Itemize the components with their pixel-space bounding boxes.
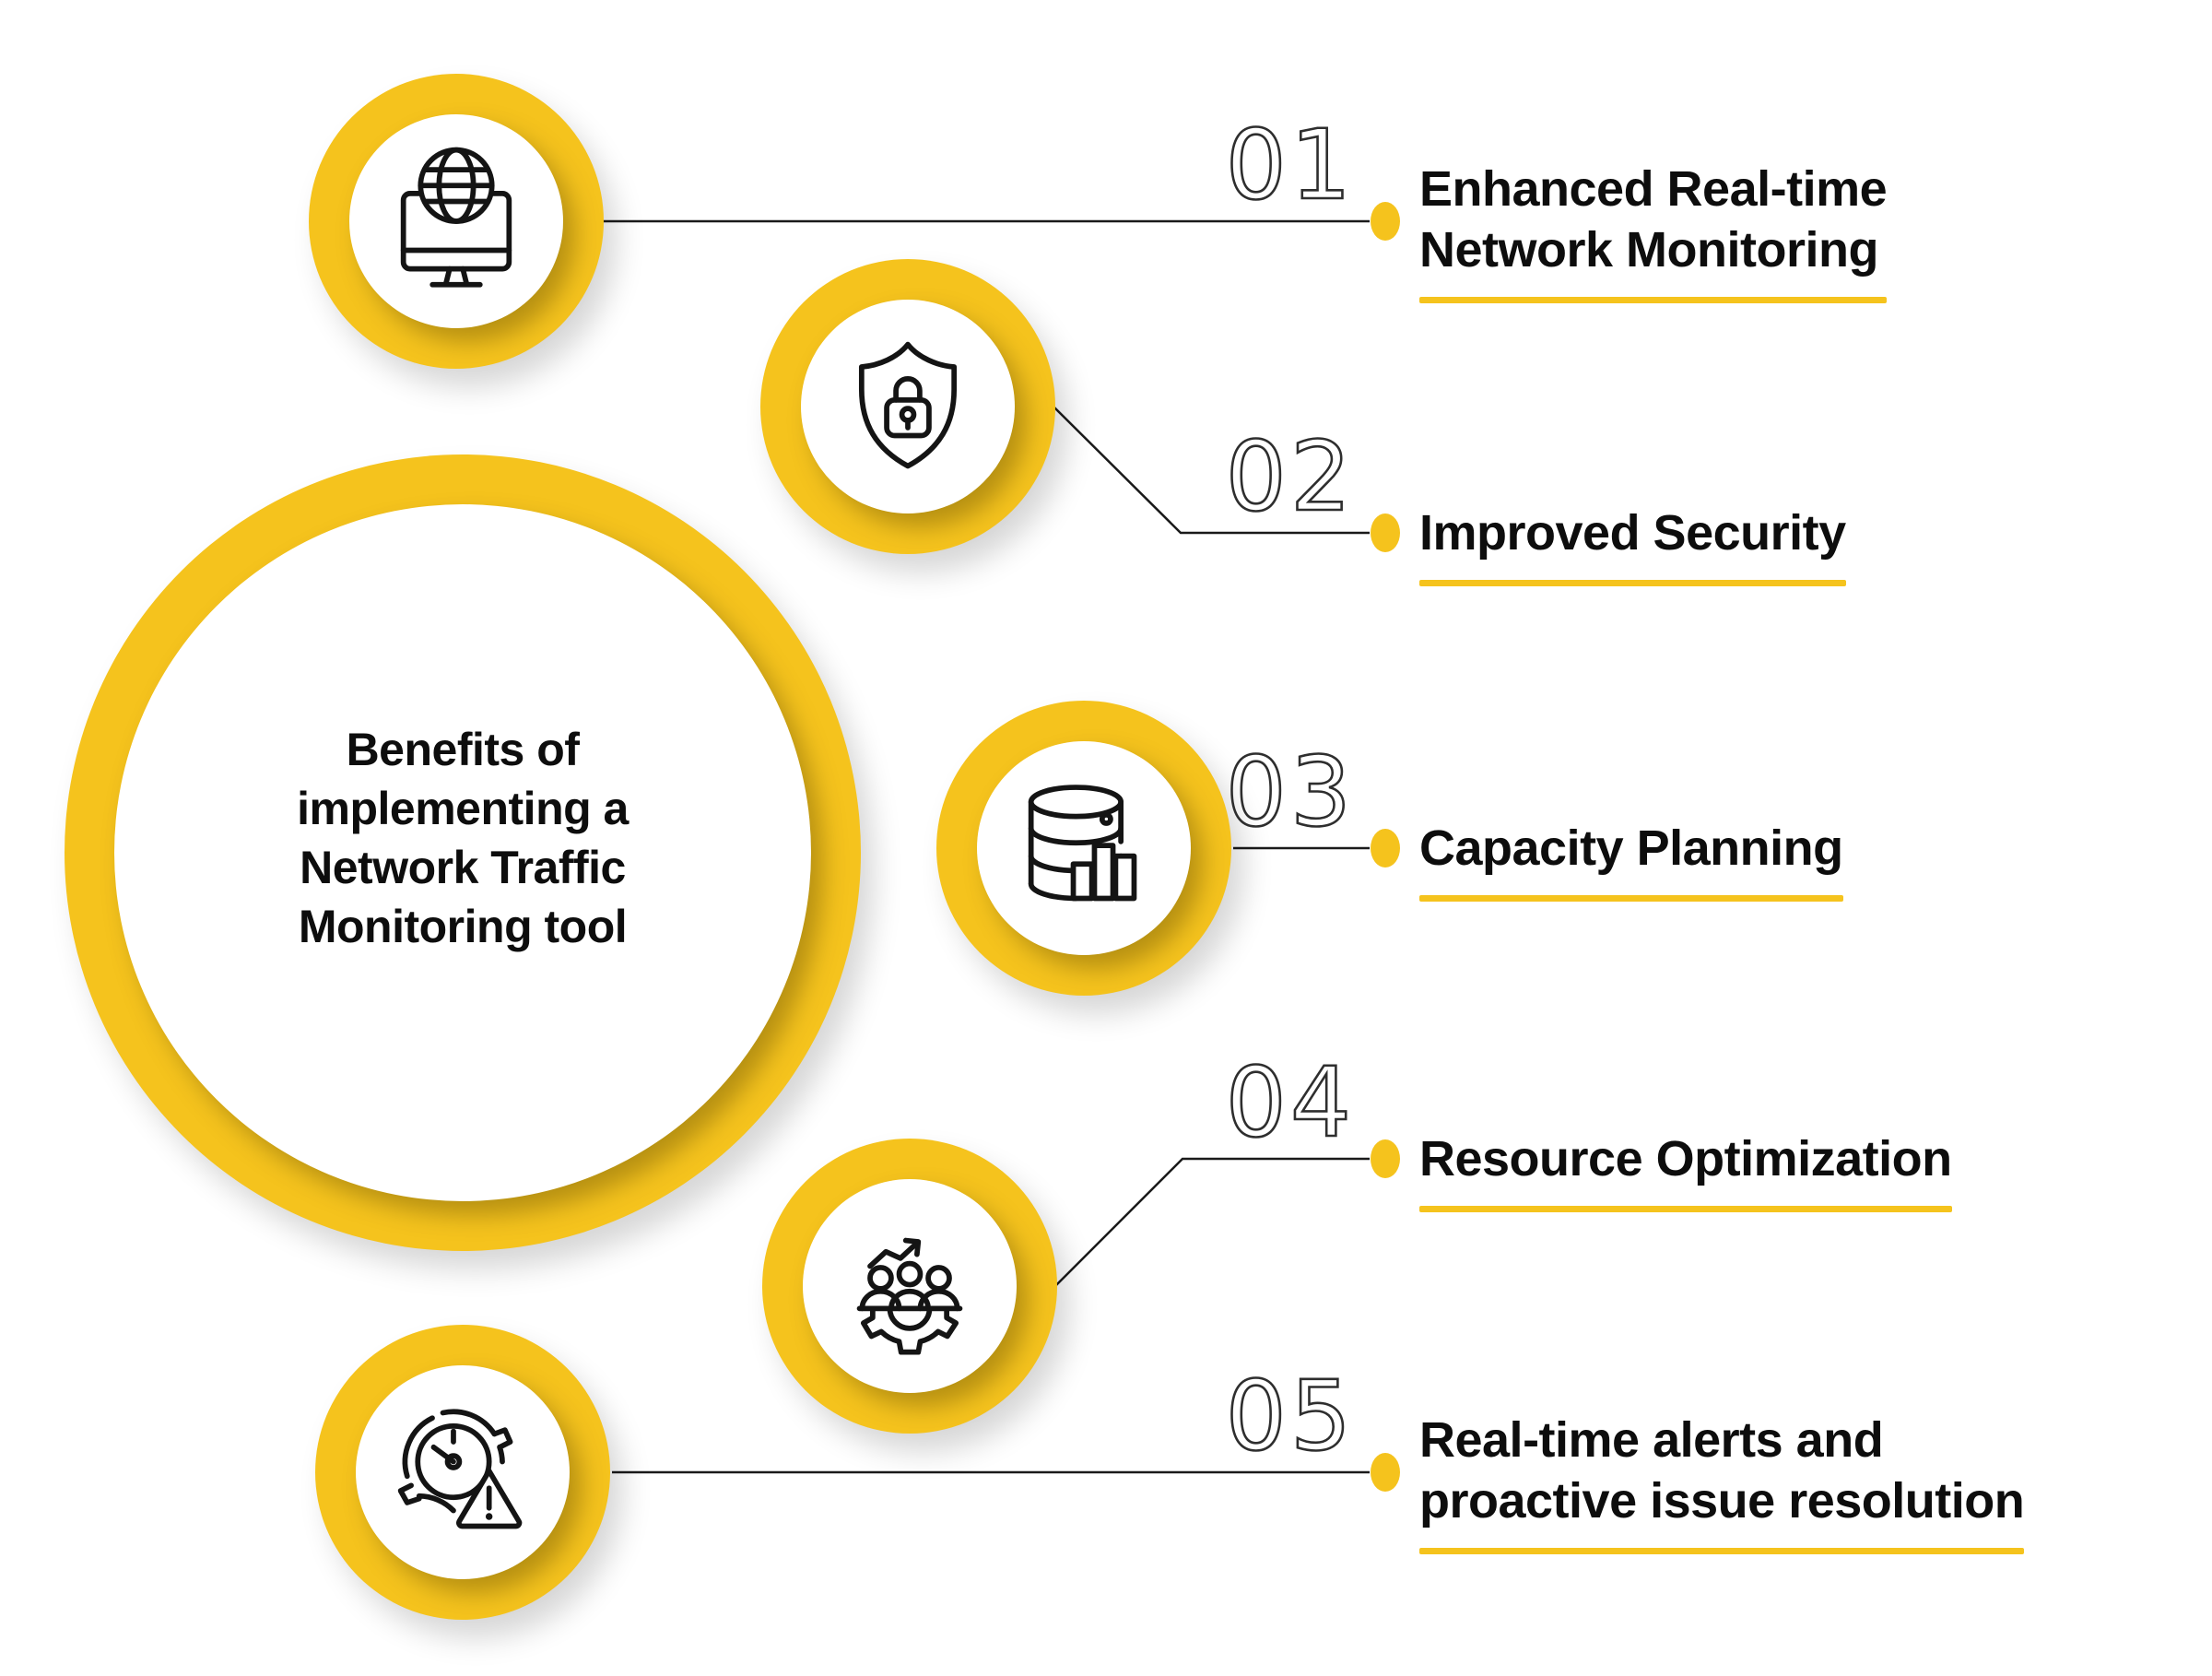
item-title-01: Enhanced Real-time Network Monitoring: [1419, 159, 1888, 303]
title-underline: [1419, 895, 1843, 902]
connector-line-04: [1054, 1157, 1370, 1287]
item-number-02: 02: [1224, 419, 1355, 535]
center-circle: Benefits of implementing a Network Traff…: [65, 454, 861, 1251]
item-number-text: 05: [1226, 1360, 1355, 1472]
item-number-text: 02: [1226, 420, 1355, 533]
item-title-04: Resource Optimization: [1419, 1128, 1952, 1212]
item-title-03: Capacity Planning: [1419, 818, 1843, 902]
benefit-circle-02-inner: [801, 300, 1015, 513]
connector-line-02: [1053, 406, 1370, 535]
item-number-04: 04: [1224, 1045, 1355, 1161]
center-title-line: implementing a: [297, 783, 629, 834]
item-number-text: 01: [1226, 109, 1355, 221]
database-chart-icon: [1028, 785, 1137, 902]
title-underline: [1419, 1548, 2025, 1554]
item-number-03: 03: [1224, 735, 1355, 850]
benefit-circle-01: [309, 74, 604, 369]
benefit-circle-05-inner: [356, 1365, 570, 1579]
benefit-circle-03-inner: [977, 741, 1191, 955]
item-title-line: Network Monitoring: [1419, 222, 1878, 277]
item-title-line: Improved Security: [1419, 505, 1846, 561]
item-number-text: 04: [1226, 1046, 1355, 1159]
clock-alert-icon: [397, 1409, 523, 1529]
benefit-circle-01-inner: [349, 114, 563, 328]
center-circle-inner: Benefits of implementing a Network Traff…: [114, 504, 811, 1201]
item-title-line: Real-time alerts and: [1419, 1412, 1884, 1468]
connector-dot-03: [1371, 829, 1400, 868]
benefit-circle-02: [760, 259, 1055, 554]
item-title-line: Resource Optimization: [1419, 1131, 1952, 1186]
connector-dot-04: [1371, 1139, 1400, 1178]
benefit-circle-04-inner: [803, 1179, 1017, 1393]
title-underline: [1419, 580, 1846, 586]
title-underline: [1419, 1206, 1952, 1212]
item-number-05: 05: [1224, 1359, 1355, 1474]
shield-lock-icon: [858, 341, 958, 469]
center-title-line: Network Traffic: [300, 842, 626, 893]
item-number-text: 03: [1226, 736, 1355, 848]
item-title-line: proactive issue resolution: [1419, 1473, 2025, 1528]
connector-dot-01: [1371, 202, 1400, 241]
benefit-circle-04: [762, 1139, 1057, 1434]
item-title-line: Enhanced Real-time: [1419, 161, 1888, 217]
center-title-line: Monitoring tool: [298, 901, 628, 952]
item-number-01: 01: [1224, 108, 1355, 223]
benefit-circle-03: [936, 701, 1231, 996]
center-title: Benefits of implementing a Network Traff…: [168, 720, 758, 956]
benefit-circle-05: [315, 1325, 610, 1620]
item-title-05: Real-time alerts and proactive issue res…: [1419, 1410, 2025, 1554]
title-underline: [1419, 297, 1888, 303]
monitor-globe-icon: [400, 147, 512, 288]
item-title-02: Improved Security: [1419, 502, 1846, 586]
connector-dot-05: [1371, 1453, 1400, 1492]
center-title-line: Benefits of: [346, 724, 580, 775]
connector-dot-02: [1371, 513, 1400, 552]
team-gear-icon: [856, 1237, 963, 1355]
item-title-line: Capacity Planning: [1419, 820, 1843, 876]
